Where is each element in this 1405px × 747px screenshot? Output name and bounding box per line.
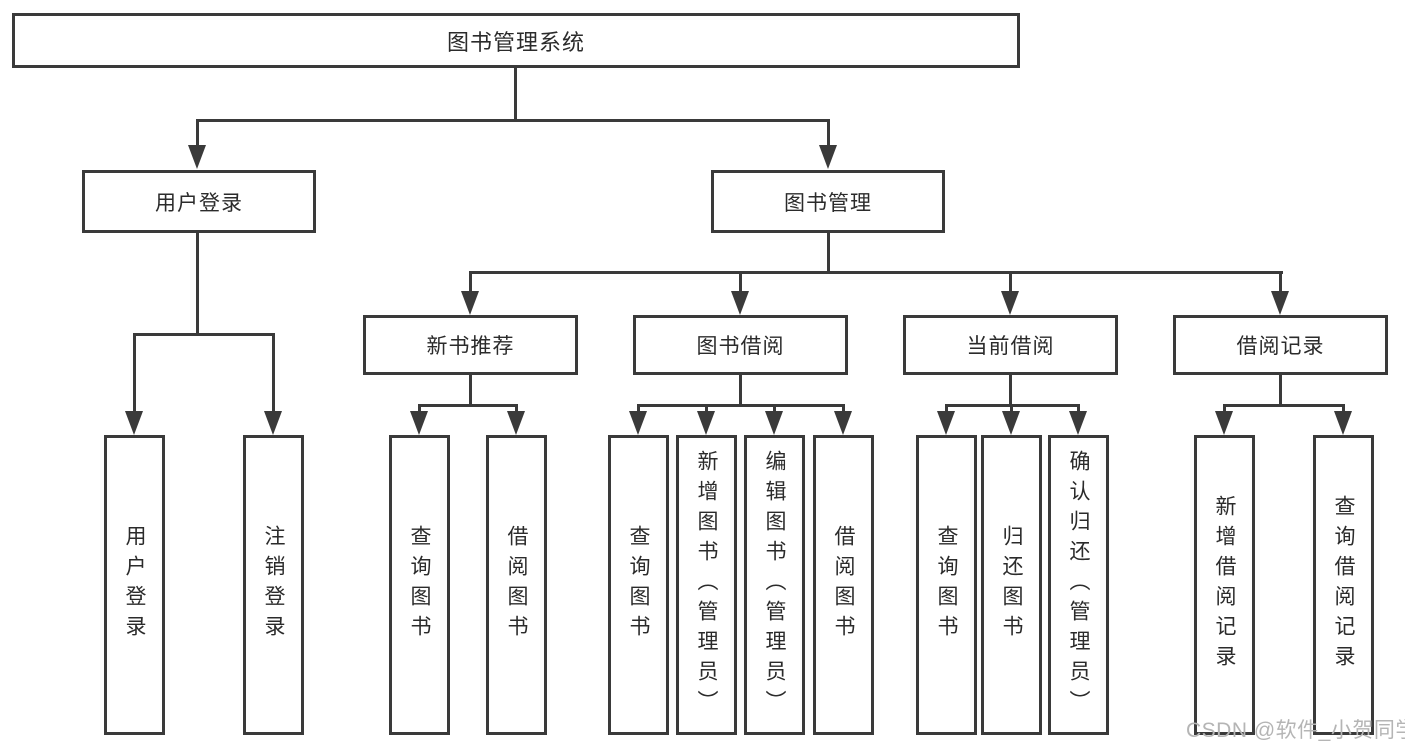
arrow-down-icon [461,291,479,315]
arrow-down-icon [188,145,206,169]
node-current-borrow: 当前借阅 [903,315,1118,375]
leaf-logout: 注销登录 [243,435,304,735]
connector-leaf-stem [133,333,136,415]
node-new-book-recommend: 新书推荐 [363,315,578,375]
node-book-management: 图书管理 [711,170,945,233]
leaf-query-books: 查询图书 [916,435,977,735]
leaf-add-borrow-record: 新增借阅记录 [1194,435,1255,735]
connector-recommend-drop [469,375,472,407]
arrow-down-icon [1334,411,1352,435]
connector-user-login-drop [196,233,199,335]
node-user-login-label: 用户登录 [155,191,243,215]
connector-root-stem [514,67,517,121]
leaf-user-login-label: 用户登录 [123,525,146,645]
leaf-user-login: 用户登录 [104,435,165,735]
arrow-down-icon [937,411,955,435]
connector-records-rail [1223,404,1345,407]
leaf-add-borrow-record-label: 新增借阅记录 [1213,495,1236,675]
connector-level3-rail [469,271,1283,274]
leaf-borrow-books-label: 借阅图书 [832,525,855,645]
node-book-management-label: 图书管理 [784,191,872,215]
node-borrow-records-label: 借阅记录 [1236,335,1325,358]
leaf-edit-books-admin-label: 编辑图书（管理员） [763,450,786,720]
leaf-query-books-label: 查询图书 [935,525,958,645]
leaf-add-books-admin: 新增图书（管理员） [676,435,737,735]
connector-level3-stem [469,271,472,293]
node-book-borrow-label: 图书借阅 [696,335,785,358]
connector-level3-stem [1009,271,1012,293]
node-book-borrow: 图书借阅 [633,315,848,375]
node-current-borrow-label: 当前借阅 [966,335,1055,358]
connector-borrow-drop [739,375,742,407]
leaf-query-books-label: 查询图书 [627,525,650,645]
leaf-borrow-books: 借阅图书 [486,435,547,735]
arrow-down-icon [731,291,749,315]
connector-borrow-rail [637,404,845,407]
leaf-query-books: 查询图书 [389,435,450,735]
arrow-down-icon [1215,411,1233,435]
arrow-down-icon [1002,411,1020,435]
connector-book-mgmt-stem [827,119,830,149]
node-user-login: 用户登录 [82,170,316,233]
leaf-borrow-books: 借阅图书 [813,435,874,735]
arrow-down-icon [834,411,852,435]
leaf-return-books-label: 归还图书 [1000,525,1023,645]
leaf-query-borrow-record: 查询借阅记录 [1313,435,1374,735]
arrow-down-icon [410,411,428,435]
arrow-down-icon [697,411,715,435]
leaf-query-books: 查询图书 [608,435,669,735]
connector-level3-stem [1279,271,1282,293]
connector-level2-rail [196,119,830,122]
arrow-down-icon [1069,411,1087,435]
arrow-down-icon [629,411,647,435]
csdn-watermark: CSDN @软件_小贺同学 [1186,719,1405,742]
leaf-confirm-return-admin-label: 确认归还（管理员） [1067,450,1090,720]
connector-user-login-rail [133,333,275,336]
connector-leaf-stem [272,333,275,415]
leaf-return-books: 归还图书 [981,435,1042,735]
arrow-down-icon [125,411,143,435]
leaf-query-borrow-record-label: 查询借阅记录 [1332,495,1355,675]
arrow-down-icon [264,411,282,435]
connector-book-mgmt-drop [827,233,830,274]
node-new-book-recommend-label: 新书推荐 [426,335,515,358]
arrow-down-icon [1271,291,1289,315]
arrow-down-icon [1001,291,1019,315]
connector-current-drop [1009,375,1012,407]
node-root-system: 图书管理系统 [12,13,1020,68]
arrow-down-icon [819,145,837,169]
leaf-add-books-admin-label: 新增图书（管理员） [695,450,718,720]
arrow-down-icon [507,411,525,435]
leaf-edit-books-admin: 编辑图书（管理员） [744,435,805,735]
arrow-down-icon [765,411,783,435]
node-borrow-records: 借阅记录 [1173,315,1388,375]
connector-records-drop [1279,375,1282,407]
node-root-label: 图书管理系统 [446,29,585,55]
connector-recommend-rail [418,404,518,407]
connector-level3-stem [739,271,742,293]
leaf-query-books-label: 查询图书 [408,525,431,645]
leaf-logout-label: 注销登录 [262,525,285,645]
leaf-borrow-books-label: 借阅图书 [505,525,528,645]
leaf-confirm-return-admin: 确认归还（管理员） [1048,435,1109,735]
connector-user-login-stem [196,119,199,149]
